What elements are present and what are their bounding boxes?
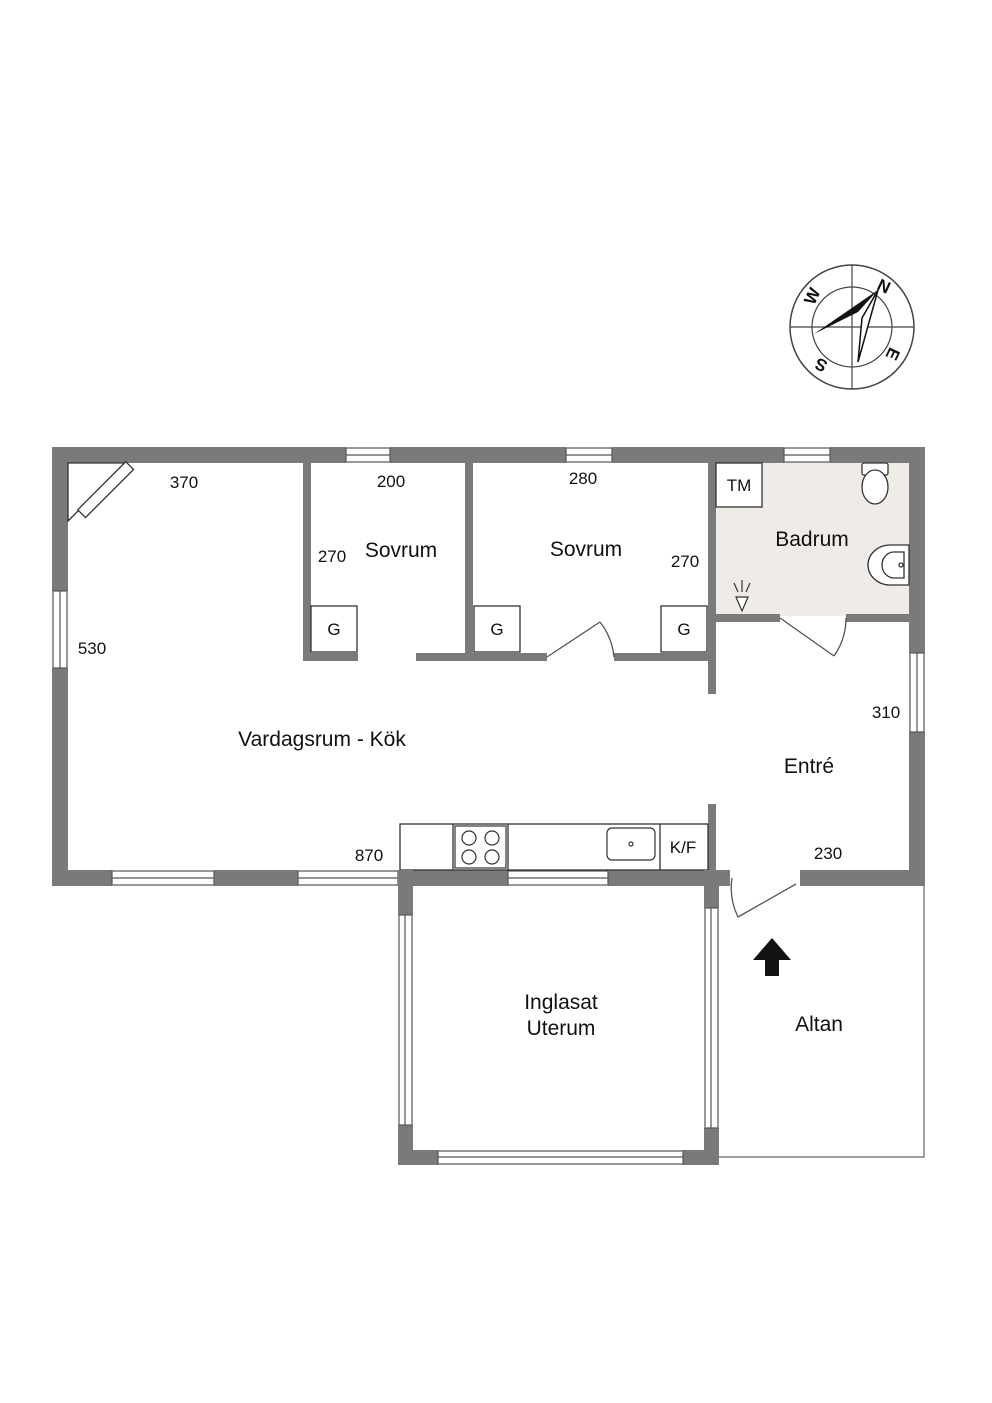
dim-sovrum-2-depth: 270	[671, 552, 699, 571]
dim-sovrum-1-depth: 270	[318, 547, 346, 566]
kitchen-counter	[399, 823, 709, 871]
room-label-entre: Entré	[784, 755, 834, 778]
dim-sovrum-2-width: 280	[569, 469, 597, 488]
interior-walls	[303, 463, 909, 870]
kitchen-sink-icon	[606, 827, 656, 861]
dim-sovrum-1-width: 200	[377, 472, 405, 491]
stove-icon	[454, 825, 507, 869]
room-label-altan: Altan	[795, 1013, 843, 1036]
uterum-walls	[398, 870, 719, 1165]
wardrobe-box-3: G	[660, 605, 708, 653]
compass-needle-south	[857, 289, 879, 363]
room-label-badrum: Badrum	[775, 528, 849, 551]
dim-entre-width: 230	[814, 844, 842, 863]
dim-entre-depth: 310	[872, 703, 900, 722]
compass-needle-north	[814, 290, 878, 334]
sink-icon	[867, 544, 910, 586]
room-label-vardagsrum: Vardagsrum - Kök	[238, 728, 406, 751]
dim-vardagsrum-width-top: 370	[170, 473, 198, 492]
washing-machine-box: TM	[715, 462, 763, 508]
wardrobe-label-2: G	[490, 620, 503, 639]
fireplace-icon	[67, 460, 135, 523]
windows	[52, 447, 925, 886]
exterior-walls	[52, 447, 925, 886]
dim-vardagsrum-width-bottom: 870	[355, 846, 383, 865]
compass: N E S W	[789, 264, 915, 390]
room-label-uterum-line1: Inglasat	[524, 991, 598, 1014]
wardrobe-label-1: G	[327, 620, 340, 639]
wardrobe-label-3: G	[677, 620, 690, 639]
dim-vardagsrum-depth: 530	[78, 639, 106, 658]
toilet-icon	[861, 462, 889, 505]
room-label-uterum-line2: Uterum	[527, 1017, 596, 1040]
doors	[546, 617, 847, 918]
room-label-sovrum-1: Sovrum	[365, 539, 437, 562]
fridge-freezer-label: K/F	[670, 838, 696, 857]
wardrobe-box-1: G	[310, 605, 358, 653]
altan-outline	[719, 886, 925, 1158]
shower-icon	[733, 580, 751, 613]
room-label-sovrum-2: Sovrum	[550, 538, 622, 561]
washing-machine-label: TM	[727, 476, 752, 495]
entrance-arrow-icon	[753, 938, 791, 976]
uterum-glazing	[398, 907, 719, 1165]
wardrobe-box-2: G	[473, 605, 521, 653]
